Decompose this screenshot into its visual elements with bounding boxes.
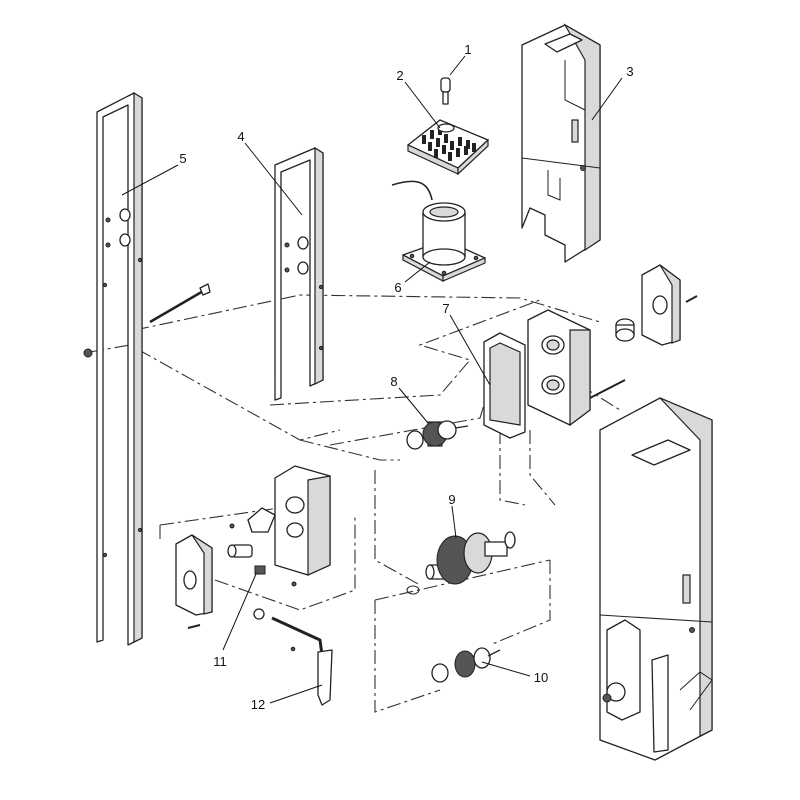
part-9-main-gear (406, 531, 516, 595)
callout-2: 2 (396, 68, 403, 83)
part-7-gearbox-housing (483, 309, 626, 439)
part-3-top-housing (521, 23, 601, 263)
callout-3: 3 (626, 64, 633, 79)
leader-lines (121, 55, 623, 704)
callout-labels: 1 2 3 4 5 6 7 8 9 10 11 12 (179, 42, 633, 712)
callout-10: 10 (534, 670, 548, 685)
bushing-right (615, 318, 635, 342)
part-10-gear (431, 647, 501, 683)
part-6-motor (391, 180, 486, 282)
part-4-short-post (274, 146, 324, 401)
part-2-terminal-block (407, 119, 489, 176)
callout-8: 8 (390, 374, 397, 389)
callout-7: 7 (442, 301, 449, 316)
callout-1: 1 (464, 42, 471, 57)
callout-11: 11 (213, 654, 227, 669)
end-cap-right (641, 264, 698, 346)
part-5-long-post (83, 91, 211, 646)
part-8-small-gear (406, 420, 469, 450)
callout-6: 6 (394, 280, 401, 295)
part-12-handle (253, 608, 333, 706)
callout-9: 9 (448, 492, 455, 507)
part-1-screw (440, 77, 451, 105)
part-11-lock-assembly (227, 465, 331, 587)
assembled-unit (599, 397, 713, 761)
callout-12: 12 (251, 697, 265, 712)
left-lock-housing (175, 534, 213, 629)
callout-4: 4 (237, 129, 244, 144)
callout-5: 5 (179, 151, 186, 166)
